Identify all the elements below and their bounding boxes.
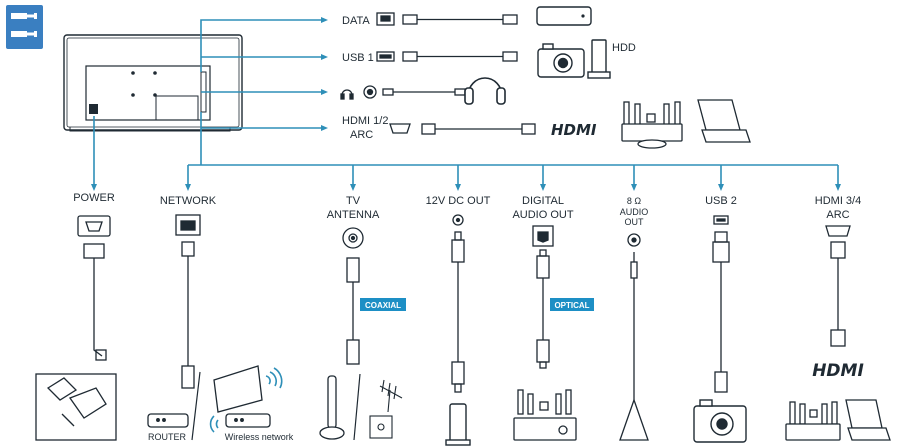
network-cable-icon [181,241,195,389]
wifi-icon [265,367,283,389]
port-label-8ohm: 8 Ω [627,196,642,206]
port-label-audio: AUDIO [620,207,649,217]
set-top-box-icon [536,6,592,26]
tv-screen-icon [213,365,263,413]
connector-badge-icon [6,5,43,49]
router-icon [147,413,189,428]
ethernet-port-icon [376,12,395,26]
laptop-icon [697,99,751,143]
usb-cable-icon [402,51,518,62]
port-label-audio-out: AUDIO OUT [512,209,573,221]
jack-cable-icon [630,252,638,400]
hdmi34-logo: HDMI [812,361,864,381]
usb2-port-icon [713,215,729,225]
power-socket-icon [77,215,111,237]
optical-port-icon [532,225,554,247]
hdmi34-cable-icon [830,241,846,347]
hdmi34-port-icon [825,225,851,237]
port-label-antenna: ANTENNA [327,209,380,221]
headphone-port-icon [627,233,641,247]
hdmi-cable-icon [421,123,536,135]
hdmi-port-icon [389,123,411,134]
port-label-data: DATA [342,15,370,27]
home-theater-icon [621,101,683,149]
port-label-hdmi34-arc: ARC [826,209,849,221]
port-label-digital: DIGITAL [522,195,564,207]
ethernet-cable-icon [402,14,518,25]
port-label-dc-out: 12V DC OUT [426,195,491,207]
audio-cable-icon [382,88,466,96]
speaker-stand-icon [619,398,649,441]
hdmi-logo: HDMI [551,121,597,139]
hdd-icon [587,39,611,79]
indoor-antenna-icon [319,375,345,440]
outdoor-antenna-icon [369,379,403,439]
power-cable-icon [83,243,107,361]
connection-lines [93,19,839,188]
headphone-jack-icon [340,85,377,100]
headphones-icon [464,77,506,105]
coaxial-tag [360,298,406,311]
wireless-network-label: Wireless network [225,432,294,442]
coax-port-icon [342,227,364,249]
port-label-network: NETWORK [160,195,217,207]
optical-tag-label: OPTICAL [554,301,589,310]
dc-device-icon [445,403,471,446]
hdmi34-laptop-icon [845,399,891,441]
power-plug-icon [35,373,117,441]
arrowheads [91,17,841,191]
wireless-router-icon [225,413,271,428]
port-label-hdmi34: HDMI 3/4 [815,195,861,207]
coaxial-tag-label: COAXIAL [365,301,401,310]
dc-port-icon [452,214,464,226]
tv-back-panel [63,34,243,132]
port-label-tv: TV [346,195,361,207]
soundbar-receiver-icon [513,389,577,441]
dc-cable-icon [451,231,465,393]
port-label-power: POWER [73,192,115,204]
port-label-usb2: USB 2 [705,195,737,207]
port-label-hdmi12: HDMI 1/2 [342,115,388,127]
antenna-divider [353,373,361,441]
optical-cable-icon [536,249,550,369]
router-label: ROUTER [148,432,187,442]
hdmi34-home-theater-icon [785,401,841,441]
hdd-label: HDD [612,42,636,54]
network-divider [191,371,201,441]
usb2-camera-icon [693,399,747,443]
camera-icon [537,43,585,78]
port-label-out: OUT [625,217,645,227]
wireless-signal-icon [209,415,219,433]
usb-port-icon [376,51,395,62]
usb2-cable-icon [712,231,730,393]
coax-cable-icon [346,257,360,365]
optical-tag [550,298,594,311]
port-label-usb1: USB 1 [342,52,374,64]
network-port-icon [175,214,201,236]
port-label-hdmi12-arc: ARC [350,129,373,141]
